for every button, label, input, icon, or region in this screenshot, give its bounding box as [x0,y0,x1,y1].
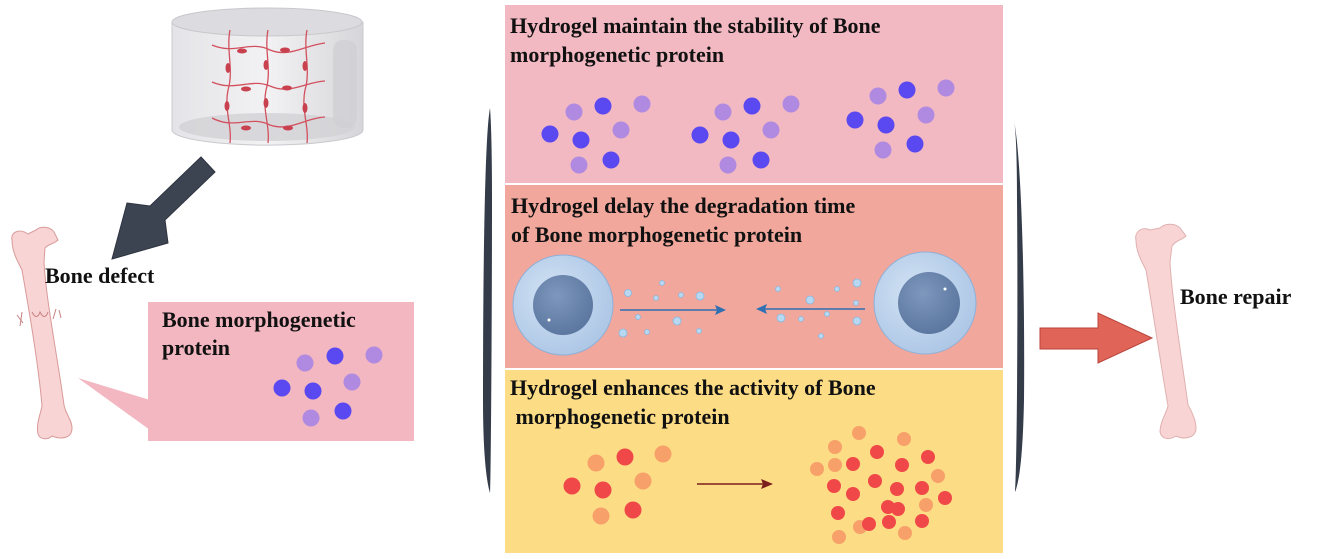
red-arrow-icon [1039,312,1154,364]
panel-degradation-title-line1: Hydrogel delay the degradation time [511,193,856,218]
cell-right-icon [873,251,977,355]
dark-arrow-icon [111,156,216,260]
panel-activity-title-line2: morphogenetic protein [510,404,730,429]
panel-degradation: Hydrogel delay the degradation time of B… [505,185,1003,368]
callout-pointer [78,378,150,430]
panel-activity: Hydrogel enhances the activity of Bone m… [505,370,1003,553]
stable-bmp-clusters-icon [541,79,955,174]
panel-stability: Hydrogel maintain the stability of Bone … [505,5,1003,183]
panel-stability-title-line2: morphogenetic protein [510,42,725,67]
hydrogel-cylinder-icon [171,7,364,146]
activity-arrow-icon [697,479,773,489]
bone-defect-icon [11,226,73,440]
bmp-callout-title-line2: protein [162,335,231,360]
panel-stability-title-line1: Hydrogel maintain the stability of Bone [510,13,881,38]
bone-repair-icon [1135,223,1197,440]
bone-defect-label: Bone defect [45,263,155,288]
bone-repair-label: Bone repair [1180,284,1292,309]
left-bracket [483,108,492,493]
panel-degradation-title-line2: of Bone morphogenetic protein [511,222,803,247]
cell-left-icon [512,254,614,356]
bmp-particles-icon [273,346,383,427]
bmp-callout-title-line1: Bone morphogenetic [162,307,356,332]
degradation-illustration [512,251,977,356]
inward-arrows-icon [620,304,865,315]
panel-activity-title-line1: Hydrogel enhances the activity of Bone [510,375,876,400]
right-bracket [1014,121,1025,492]
activity-illustration [563,426,952,544]
bmp-callout-box: Bone morphogenetic protein [148,302,414,441]
